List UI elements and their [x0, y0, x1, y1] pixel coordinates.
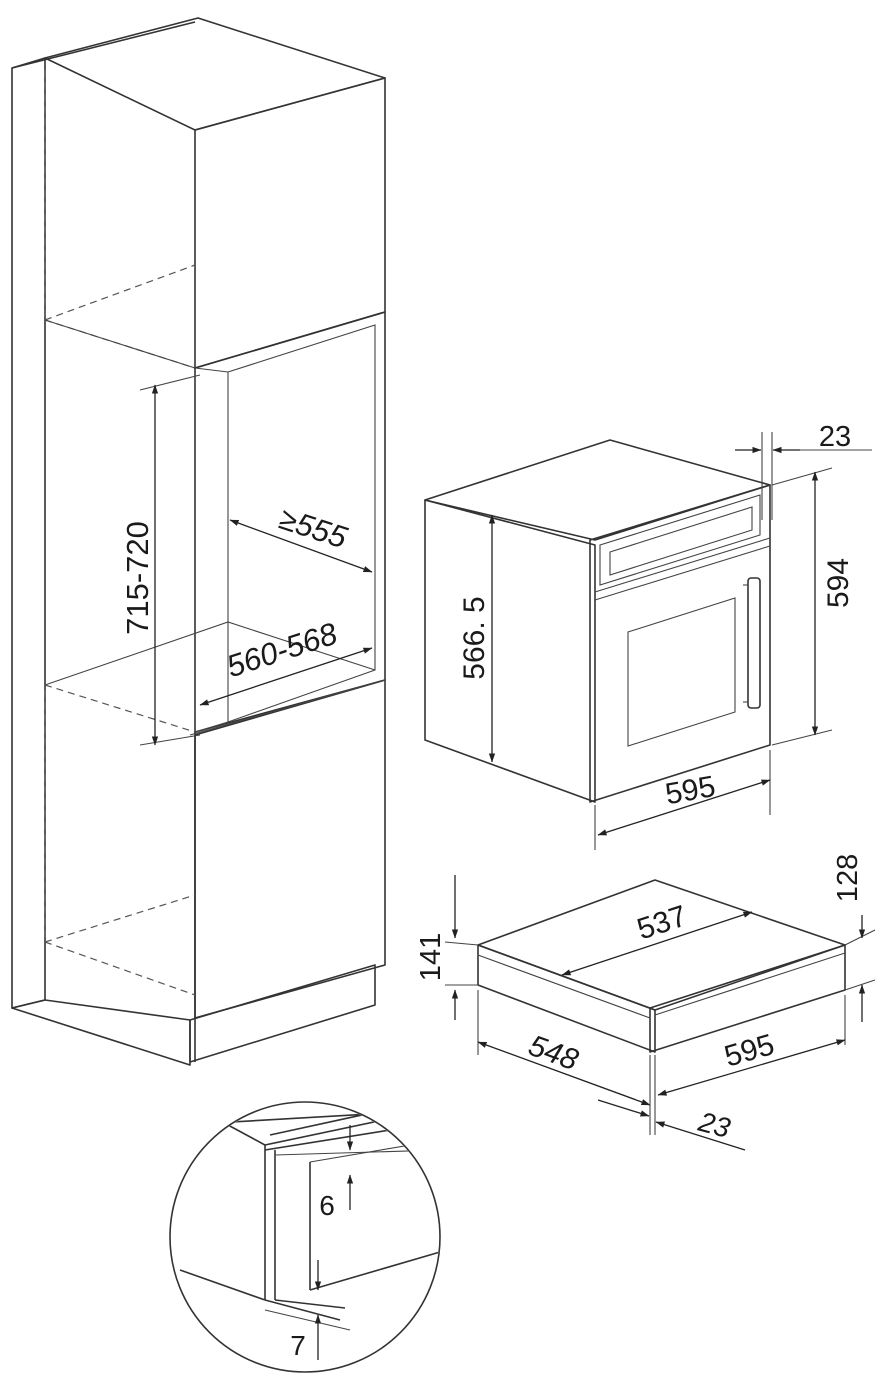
tall-cabinet — [11, 17, 386, 1066]
cabinet-depth-dimension: ≥555 — [229, 501, 373, 573]
drawer-front-height-label: 128 — [832, 854, 864, 902]
oven-overhang-dimension: 23 — [735, 421, 872, 520]
oven-front-height-dimension: 594 — [771, 467, 855, 746]
oven — [424, 439, 771, 803]
drawer-front-width-dimension: 595 — [649, 995, 846, 1135]
oven-body-height-dimension: 566. 5 — [458, 514, 496, 763]
oven-front-height-label: 594 — [822, 558, 855, 608]
drawer-depth-label: 537 — [633, 900, 691, 947]
drawer-front-height-dimension: 128 — [832, 854, 876, 1022]
drawer-height-dimension: 141 — [415, 875, 479, 1020]
drawer-front-thickness-dimension: 23 — [597, 1099, 746, 1151]
drawer-depth-dimension: 537 — [561, 900, 753, 976]
oven-width-dimension: 595 — [594, 750, 771, 850]
drawer-body-width-label: 548 — [524, 1029, 583, 1077]
gap-bottom-label: 7 — [290, 1330, 306, 1361]
cabinet-depth-label: ≥555 — [275, 501, 352, 556]
oven-overhang-label: 23 — [819, 421, 851, 453]
gap-detail-view: 6 7 — [169, 1101, 441, 1373]
cabinet-height-dimension: 715-720 — [120, 374, 201, 746]
drawer-body-width-dimension: 548 — [477, 990, 651, 1106]
cabinet-height-label: 715-720 — [120, 521, 155, 635]
oven-body-height-label: 566. 5 — [458, 596, 491, 679]
drawer-front-width-label: 595 — [721, 1028, 778, 1074]
gap-top-label: 6 — [319, 1190, 335, 1221]
drawer-height-label: 141 — [415, 933, 447, 981]
drawer-front-thickness-label: 23 — [694, 1106, 733, 1144]
